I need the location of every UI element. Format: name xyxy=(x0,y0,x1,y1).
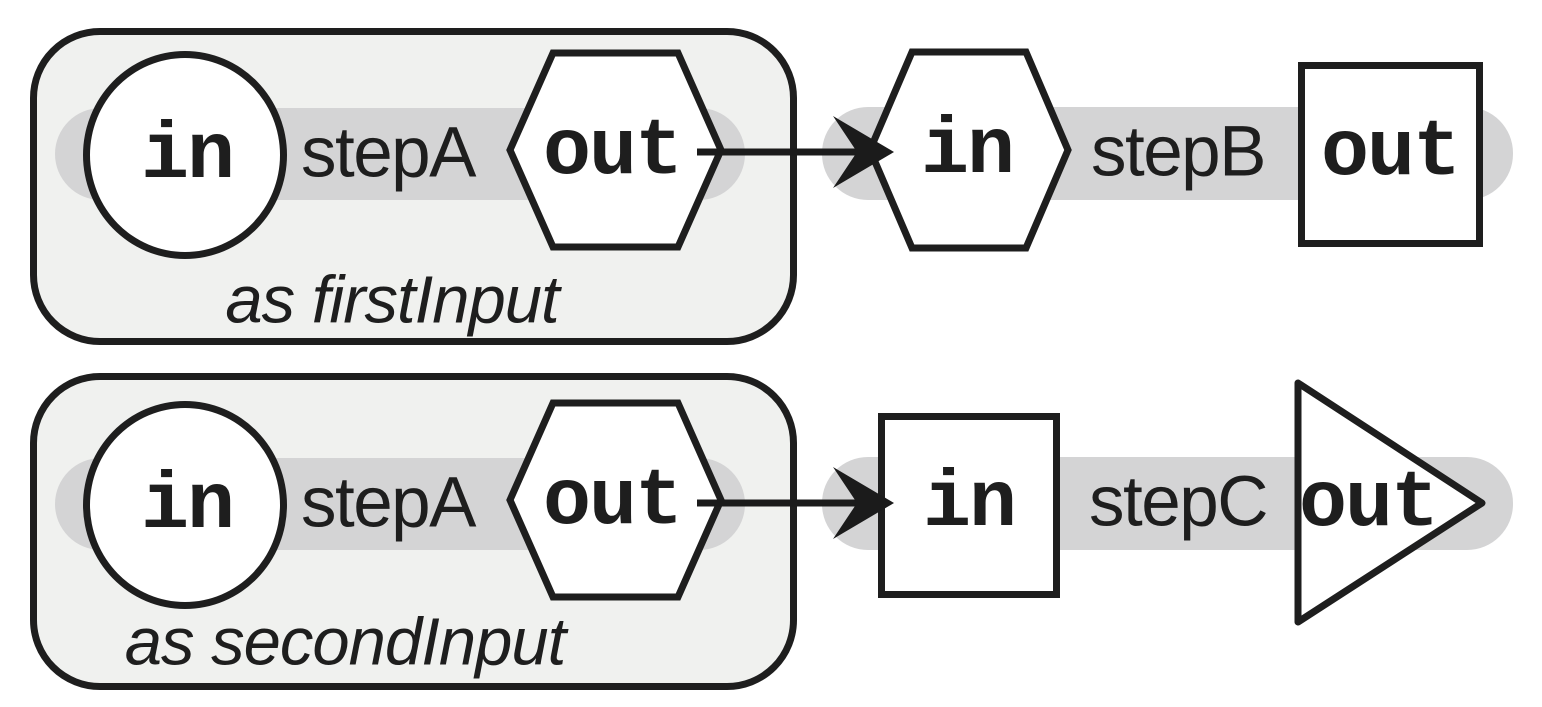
port-label-out: out xyxy=(542,107,683,198)
circle-in-port-stepA-row1 xyxy=(83,51,287,259)
hexagon-in-port-stepB xyxy=(866,48,1072,252)
port-label-in: in xyxy=(922,459,1017,550)
port-label-out: out xyxy=(542,457,683,548)
circle-in-port-stepA-row2 xyxy=(83,401,287,609)
step-name-stepB: stepB xyxy=(1090,112,1267,192)
triangle-out-port-stepC xyxy=(1294,379,1486,626)
port-label-out: out xyxy=(1298,459,1439,550)
binding-label-first-input: as firstInput xyxy=(225,262,559,338)
step-name-stepC: stepC xyxy=(1089,462,1268,542)
port-label-in: in xyxy=(140,111,235,202)
binding-label-second-input: as secondInput xyxy=(124,604,566,680)
port-label-out: out xyxy=(1320,108,1461,199)
square-out-port-stepB xyxy=(1298,62,1483,247)
port-label-in: in xyxy=(920,106,1015,197)
step-name-stepA-row2: stepA xyxy=(300,463,477,543)
port-label-in: in xyxy=(140,461,235,552)
step-name-stepA-row1: stepA xyxy=(300,113,477,193)
